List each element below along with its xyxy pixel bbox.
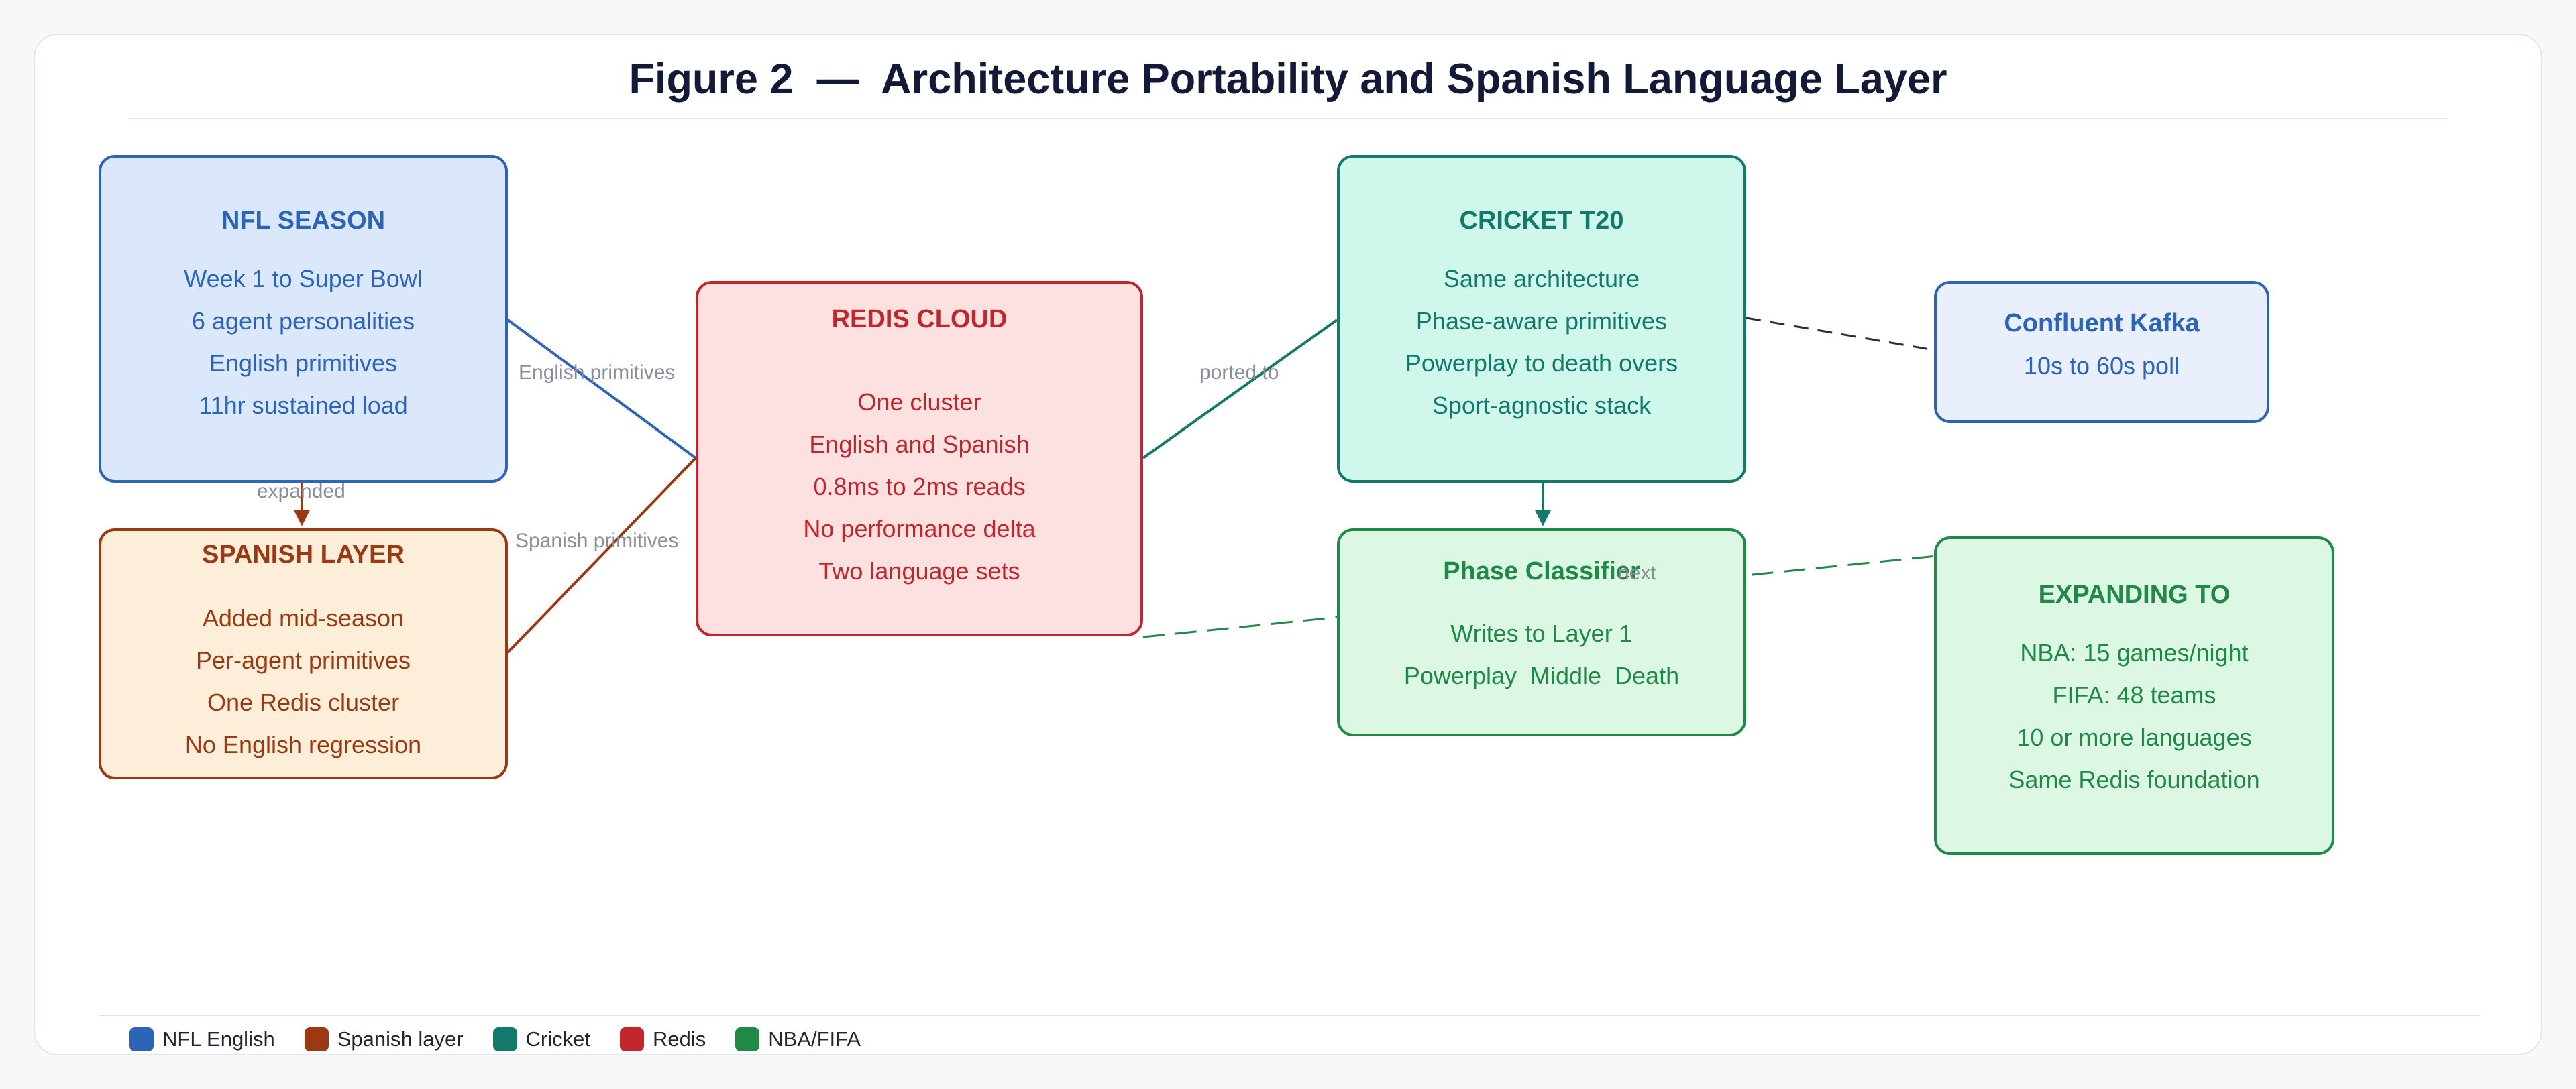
nfl-line-4: 11hr sustained load xyxy=(199,392,408,419)
edge-spanish-to-redis xyxy=(506,457,697,654)
edge-label-next: next xyxy=(1618,562,1656,584)
legend-label: Redis xyxy=(653,1027,706,1051)
edge-label-english-primitives: English primitives xyxy=(519,361,676,384)
edge-redis-to-cricket xyxy=(1142,319,1338,459)
redis-line-4: No performance delta xyxy=(803,515,1036,542)
edge-cricket-to-kafka xyxy=(1746,317,1935,351)
expanding-line-4: Same Redis foundation xyxy=(2008,766,2260,793)
nfl-season-node: NFL SEASON Week 1 to Super Bowl 6 agent … xyxy=(99,155,508,483)
phase-classifier-node: Phase Classifier Writes to Layer 1 Power… xyxy=(1337,528,1746,736)
legend-item-nba-fifa: NBA/FIFA xyxy=(735,1027,861,1051)
legend-divider xyxy=(99,1015,2480,1016)
redis-line-1: One cluster xyxy=(857,388,981,416)
nfl-line-3: English primitives xyxy=(209,349,398,377)
spanish-line-2: Per-agent primitives xyxy=(195,646,411,674)
legend-item-redis: Redis xyxy=(620,1027,706,1051)
spanish-line-3: One Redis cluster xyxy=(207,689,400,716)
redis-line-3: 0.8ms to 2ms reads xyxy=(813,473,1026,500)
redis-line-5: Two language sets xyxy=(818,557,1020,585)
legend-item-spanish-layer: Spanish layer xyxy=(304,1027,464,1051)
confluent-kafka-node: Confluent Kafka 10s to 60s poll xyxy=(1934,281,2269,423)
legend: NFL English Spanish layer Cricket Redis … xyxy=(129,1027,890,1051)
expanding-line-1: NBA: 15 games/night xyxy=(2020,639,2249,667)
expanding-line-3: 10 or more languages xyxy=(2017,724,2252,751)
cricket-t20-title: CRICKET T20 xyxy=(1459,207,1624,235)
confluent-kafka-title: Confluent Kafka xyxy=(2004,309,2200,337)
legend-swatch xyxy=(620,1027,644,1051)
edge-nfl-to-redis xyxy=(506,319,697,459)
expanding-line-2: FIFA: 48 teams xyxy=(2052,681,2216,709)
redis-line-2: English and Spanish xyxy=(809,431,1030,458)
legend-item-cricket: Cricket xyxy=(492,1027,590,1051)
phase-classifier-title: Phase Classifier xyxy=(1443,557,1640,585)
edge-label-expanded: expanded xyxy=(257,480,345,502)
legend-label: Cricket xyxy=(525,1027,590,1051)
cricket-line-3: Powerplay to death overs xyxy=(1405,349,1678,377)
legend-label: NBA/FIFA xyxy=(768,1027,861,1051)
edge-label-ported-to: ported to xyxy=(1199,361,1279,384)
phase-line-2: Powerplay Middle Death xyxy=(1403,662,1680,689)
nfl-line-1: Week 1 to Super Bowl xyxy=(184,265,423,292)
legend-swatch xyxy=(129,1027,154,1051)
expanding-to-title: EXPANDING TO xyxy=(2038,581,2231,609)
cricket-line-1: Same architecture xyxy=(1443,265,1640,292)
cricket-t20-node: CRICKET T20 Same architecture Phase-awar… xyxy=(1337,155,1746,483)
redis-cloud-title: REDIS CLOUD xyxy=(831,305,1008,333)
title-divider xyxy=(129,118,2447,119)
kafka-line-1: 10s to 60s poll xyxy=(2023,352,2180,380)
redis-cloud-node: REDIS CLOUD One cluster English and Span… xyxy=(696,281,1143,636)
legend-swatch xyxy=(304,1027,329,1051)
figure-title: Figure 2 — Architecture Portability and … xyxy=(629,56,1947,103)
spanish-layer-node: SPANISH LAYER Added mid-season Per-agent… xyxy=(99,528,508,779)
legend-label: NFL English xyxy=(162,1027,275,1051)
spanish-layer-title: SPANISH LAYER xyxy=(202,540,405,569)
nfl-line-2: 6 agent personalities xyxy=(191,307,415,335)
legend-label: Spanish layer xyxy=(337,1027,464,1051)
spanish-line-1: Added mid-season xyxy=(202,604,405,632)
nfl-season-title: NFL SEASON xyxy=(221,207,386,235)
cricket-line-2: Phase-aware primitives xyxy=(1415,307,1668,335)
legend-swatch xyxy=(735,1027,760,1051)
legend-item-nfl-english: NFL English xyxy=(129,1027,275,1051)
spanish-line-4: No English regression xyxy=(184,731,422,758)
cricket-line-4: Sport-agnostic stack xyxy=(1432,392,1652,419)
legend-swatch xyxy=(492,1027,517,1051)
phase-line-1: Writes to Layer 1 xyxy=(1450,620,1633,647)
expanding-to-node: EXPANDING TO NBA: 15 games/night FIFA: 4… xyxy=(1934,536,2334,855)
edge-label-spanish-primitives: Spanish primitives xyxy=(515,530,679,552)
